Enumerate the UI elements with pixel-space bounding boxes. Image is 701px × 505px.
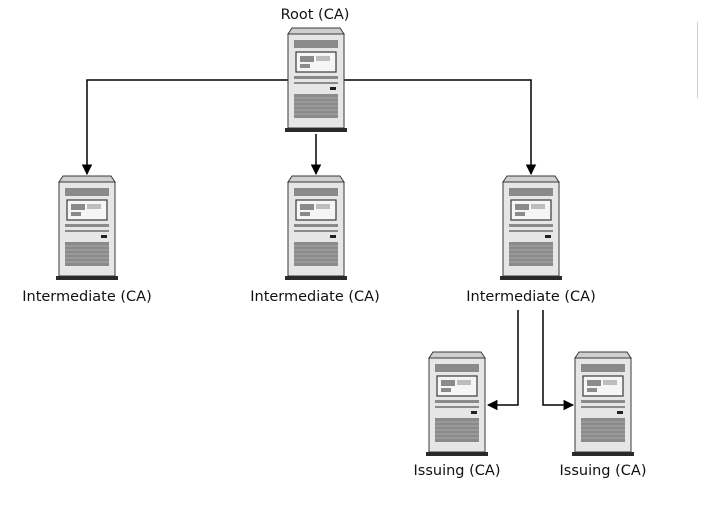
root-server-icon xyxy=(285,27,347,132)
issuing-ca-label-1: Issuing (CA) xyxy=(413,463,501,479)
intermediate-to-issuing-1-arrow xyxy=(486,310,519,411)
root-to-intermediate-3-arrow xyxy=(344,79,537,176)
root-ca-label: Root (CA) xyxy=(280,7,350,23)
intermediate-server-icon-3 xyxy=(500,175,562,280)
issuing-server-icon-1 xyxy=(426,351,488,456)
intermediate-to-issuing-2-arrow xyxy=(542,310,575,411)
intermediate-ca-label-3: Intermediate (CA) xyxy=(466,289,596,305)
intermediate-ca-label-1: Intermediate (CA) xyxy=(22,289,152,305)
intermediate-ca-label-2: Intermediate (CA) xyxy=(250,289,380,305)
intermediate-server-icon-1 xyxy=(56,175,118,280)
server-group xyxy=(56,27,634,456)
connector-group xyxy=(81,79,575,411)
issuing-ca-label-2: Issuing (CA) xyxy=(559,463,647,479)
issuing-server-icon-2 xyxy=(572,351,634,456)
intermediate-server-icon-2 xyxy=(285,175,347,280)
corner-divider xyxy=(697,22,701,98)
root-to-intermediate-1-arrow xyxy=(81,79,288,176)
